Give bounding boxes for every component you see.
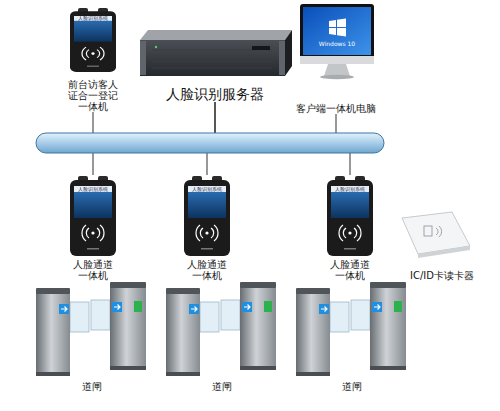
node-label: 客户端一体机电脑 [293, 103, 379, 114]
node-label: 人脸通道一体机 [69, 259, 117, 281]
node-label: IC/ID卡读卡器 [398, 270, 486, 281]
turnstile-symbol [296, 282, 406, 376]
network-bus [36, 133, 384, 153]
screen-logo-text: Windows 10 [312, 40, 362, 47]
node-label: 人脸通道一体机 [183, 259, 231, 281]
face-server: 人脸识别服务器 [140, 28, 290, 102]
visitor-terminal-symbol [70, 8, 116, 72]
server-symbol [140, 30, 292, 76]
client-computer: 客户端一体机电脑 [293, 4, 379, 114]
client-computer-symbol [300, 4, 374, 79]
turnstile: 道闸 [294, 282, 409, 392]
node-label: 道闸 [34, 381, 149, 392]
screen-title: 人脸识别系统 [187, 186, 227, 192]
node-label: 人脸通道一体机 [326, 259, 374, 281]
turnstile: 道闸 [34, 282, 149, 392]
node-label: 道闸 [164, 381, 279, 392]
face-terminal-symbol [70, 176, 116, 256]
screen-title: 人脸识别系统 [73, 16, 113, 22]
face-terminal-symbol [327, 176, 373, 256]
screen-title: 人脸识别系统 [330, 186, 370, 192]
node-label: 人脸识别服务器 [140, 86, 290, 102]
face-terminal-symbol [184, 176, 230, 256]
turnstile-symbol [36, 282, 146, 376]
card-reader: IC/ID卡读卡器 [398, 205, 486, 281]
turnstile: 道闸 [164, 282, 279, 392]
card-reader-symbol [402, 212, 470, 258]
node-label: 道闸 [294, 381, 409, 392]
node-label: 前台访客人证合一登记一体机 [66, 79, 120, 112]
turnstile-symbol [166, 282, 276, 376]
visitor-terminal: 前台访客人证合一登记一体机 [66, 8, 120, 112]
screen-title: 人脸识别系统 [73, 186, 113, 192]
